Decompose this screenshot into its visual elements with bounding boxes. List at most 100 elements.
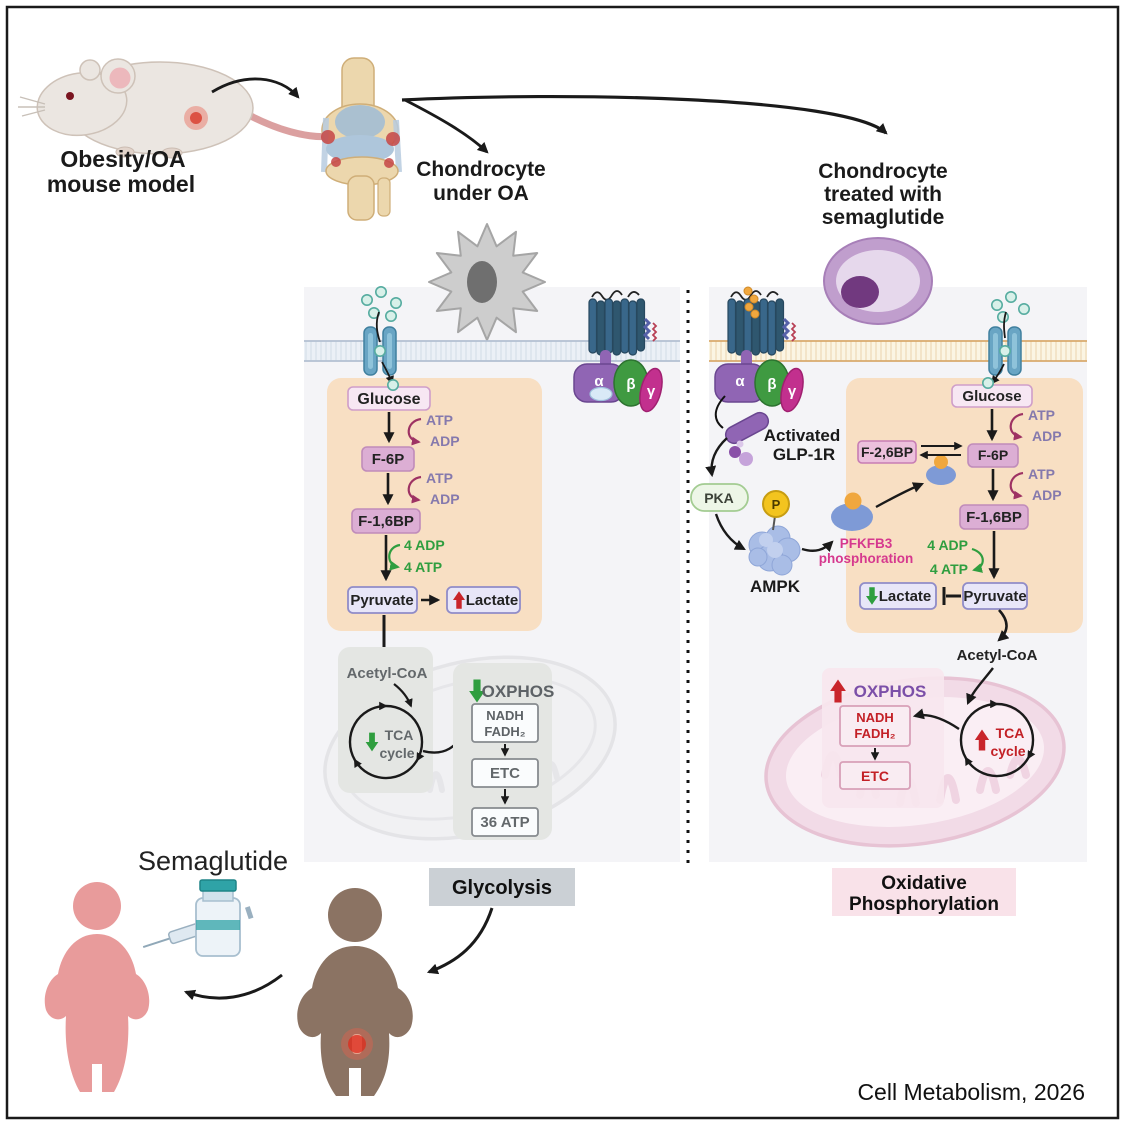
left-nadh-box [471, 703, 539, 743]
arrow-ampk-to-pfkfb3 [801, 540, 834, 553]
left-lactate-label: Lactate [466, 592, 519, 609]
right-4atp-label: 4 ATP [930, 561, 968, 577]
oxidative-phosphorylation-label-line1: Oxidative [881, 873, 967, 894]
right-f16bp-label: F-1,6BP [966, 509, 1022, 526]
phosphate-stick [772, 515, 776, 531]
left-g-gamma-label: γ [647, 383, 656, 400]
treated-chondrocyte-cell [823, 237, 933, 325]
left-glycolysis-pathway-background [327, 378, 542, 631]
oxphos-label-box [832, 868, 1016, 916]
right-lactate-label: Lactate [879, 588, 932, 605]
treated-cell-nucleus [841, 276, 879, 308]
arrow-treated-to-heal [183, 973, 283, 1001]
left-oxphos-label: OXPHOS [482, 682, 555, 701]
arrow-right-pyruvate-to-acetylcoa [997, 609, 1010, 642]
right-g-gamma-label: γ [788, 383, 797, 400]
chondrocyte-sema-label-line1: Chondrocyte [818, 160, 948, 183]
arrow-galpha-to-pka [705, 437, 728, 478]
arrow-acetylcoa-to-tca-left [393, 683, 413, 708]
right-adp-label-2: ADP [1032, 487, 1062, 503]
left-g-alpha-label: α [594, 373, 604, 390]
g-alpha-linker [714, 395, 726, 429]
right-atp-adp-curve-2 [1009, 471, 1024, 500]
right-etc-label: ETC [861, 768, 889, 784]
arrow-mouse-to-knee [211, 77, 300, 99]
pfkfb3-enzyme-at-f26bp [926, 455, 956, 485]
right-adp-atp-curve [971, 547, 984, 573]
left-fadh2-label: FADH₂ [484, 724, 525, 739]
vial-icon [195, 879, 241, 957]
right-pyruvate-box [962, 582, 1028, 610]
left-adp-label-1: ADP [430, 433, 460, 449]
pfkfb3-phosphorylated-blob [831, 492, 873, 531]
oxidative-phosphorylation-label-line2: Phosphorylation [849, 894, 999, 915]
right-atp-adp-curve-1 [1009, 412, 1024, 441]
obese-oa-person-figure [297, 888, 413, 1096]
left-atp-adp-curve-2 [407, 475, 422, 504]
left-glp1-receptor [573, 289, 667, 415]
knee-joint-illustration [321, 57, 402, 221]
glycolysis-label-box [429, 868, 575, 906]
left-glucose-label: Glucose [357, 391, 420, 408]
right-adp-label-1: ADP [1032, 428, 1062, 444]
f26bp-box [857, 440, 917, 464]
right-g-beta-label: β [767, 376, 776, 393]
right-f6p-label: F-6P [978, 447, 1008, 463]
arrow-pfkfb3-to-f26bp-enzyme [875, 482, 925, 509]
oa-chondrocyte-cell [428, 223, 546, 341]
right-oxphos-label: OXPHOS [854, 682, 927, 701]
journal-citation: Cell Metabolism, 2026 [857, 1079, 1085, 1105]
right-tca-label-line1: TCA [996, 725, 1025, 741]
left-adp-label-2: ADP [430, 491, 460, 507]
mouse-whiskers [18, 96, 46, 117]
left-f6p-label: F-6P [372, 451, 405, 468]
left-36atp-label: 36 ATP [480, 814, 529, 831]
right-atp-label-1: ATP [1028, 407, 1055, 423]
left-pyruvate-label: Pyruvate [350, 592, 413, 609]
right-g-alpha-label: α [735, 373, 745, 390]
left-tca-label-line2: cycle [379, 745, 414, 761]
left-g-beta-label: β [626, 376, 635, 393]
left-36atp-box [471, 807, 539, 837]
left-etc-label: ETC [490, 765, 520, 782]
right-lactate-box [859, 582, 937, 610]
arrow-glycolysis-to-patient [426, 907, 494, 975]
right-tca-cycle-arrows [959, 699, 1036, 778]
chondrocyte-oa-label-line1: Chondrocyte [416, 158, 546, 181]
right-f6p-box [967, 443, 1019, 468]
left-nadh-label: NADH [486, 708, 524, 723]
left-pyruvate-box [347, 586, 418, 614]
activated-glp1r-label-line1: Activated [764, 426, 841, 445]
phosphate-label: P [772, 497, 781, 512]
glycolysis-label: Glycolysis [452, 877, 552, 899]
left-tca-label-line1: TCA [385, 727, 414, 743]
arrow-tca-to-nadh-right [912, 708, 960, 730]
knee-inflammation [321, 130, 335, 144]
left-etc-box [471, 758, 539, 788]
mouse-model-label-line1: Obesity/OA [60, 146, 185, 172]
mouse-model-label-line2: mouse model [47, 171, 195, 197]
pfkfb3-label-line2: phosphoration [819, 551, 914, 566]
semaglutide-label: Semaglutide [138, 846, 288, 876]
left-atp-adp-curve-1 [407, 417, 422, 446]
left-atp-label-2: ATP [426, 470, 453, 486]
arrow-acetylcoa-to-tca-right [966, 667, 994, 706]
chondrocyte-sema-label-line3: semaglutide [822, 206, 945, 229]
arrow-knee-to-treated-chondrocyte [401, 94, 888, 135]
right-4adp-label: 4 ADP [927, 537, 968, 553]
f26bp-label: F-2,6BP [861, 444, 913, 460]
oa-cell-nucleus [467, 261, 497, 303]
ampk-protein-blob [748, 525, 801, 576]
left-cell-membrane [304, 340, 680, 362]
gdp-molecule [589, 386, 613, 402]
right-etc-box [839, 761, 911, 790]
right-tca-label-line2: cycle [990, 743, 1025, 759]
pka-pill [690, 483, 749, 512]
right-nadh-label: NADH [856, 710, 894, 725]
mouse-eye [66, 92, 74, 100]
signaling-molecules [729, 440, 753, 466]
arrow-knee-to-oa-chondrocyte [404, 98, 489, 154]
left-f16bp-box [351, 508, 421, 534]
